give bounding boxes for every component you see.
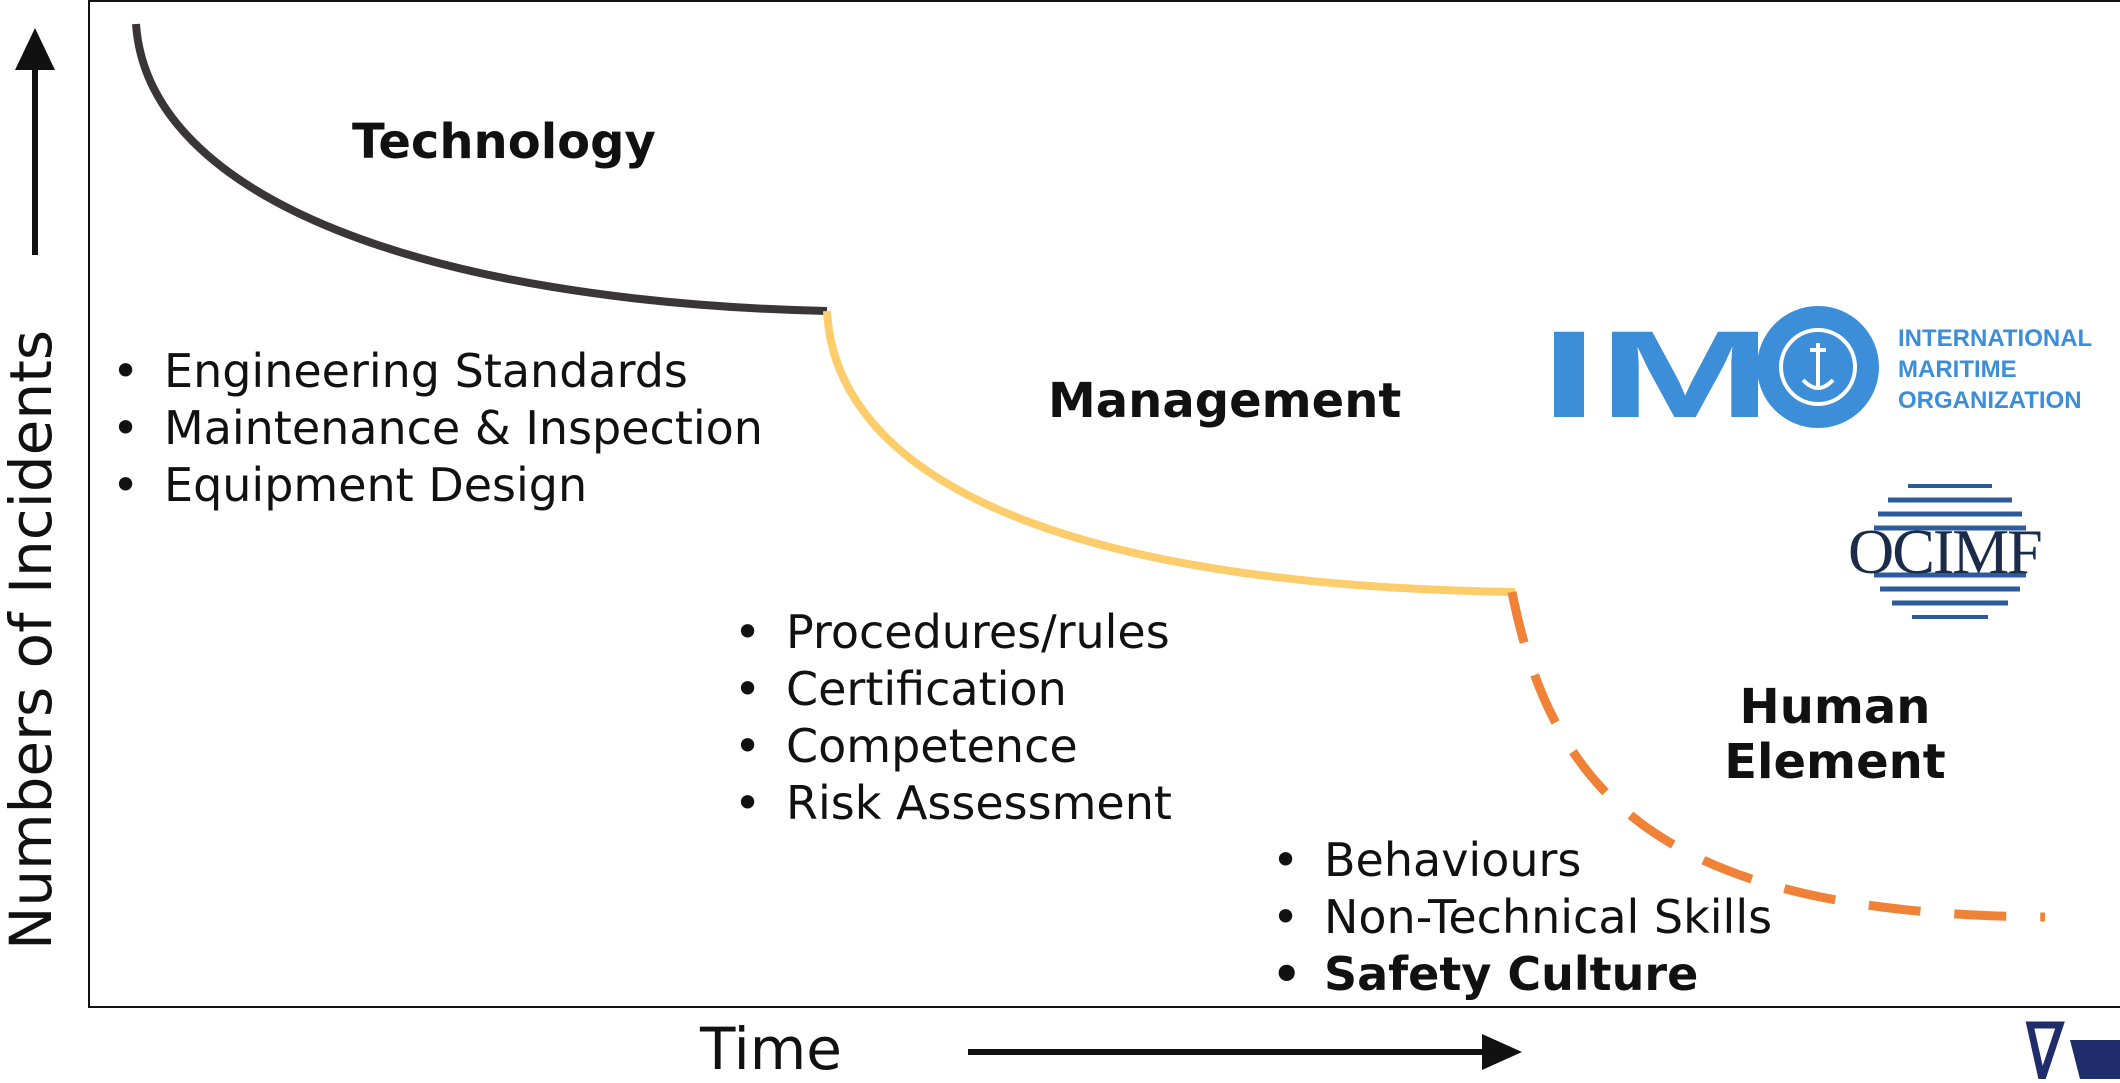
- human-element-heading-line-1: Human: [1739, 679, 1931, 735]
- management-heading: Management: [1048, 373, 1402, 429]
- svg-text:IM: IM: [1540, 306, 1772, 444]
- x-axis-arrow: [968, 1034, 1522, 1070]
- ocimf-wordmark: OCIMF: [1848, 516, 2043, 587]
- y-axis-label: Numbers of Incidents: [0, 329, 65, 951]
- imo-line-3: ORGANIZATION: [1898, 387, 2082, 414]
- human-element-heading-line-2: Element: [1724, 734, 1946, 791]
- management-list: Procedures/rules Certification Competenc…: [734, 604, 1172, 832]
- management-curve: [823, 310, 1516, 596]
- list-item: Competence: [734, 718, 1172, 775]
- y-axis-arrow: [15, 28, 55, 255]
- list-item: Engineering Standards: [112, 343, 763, 400]
- list-item: Procedures/rules: [734, 604, 1172, 661]
- list-item: Equipment Design: [112, 457, 763, 514]
- technology-heading: Technology: [352, 114, 656, 170]
- ocimf-logo: [1874, 479, 2026, 619]
- list-item: Safety Culture: [1272, 946, 1772, 1003]
- list-item: Risk Assessment: [734, 775, 1172, 832]
- human-element-list: Behaviours Non-Technical Skills Safety C…: [1272, 832, 1772, 1003]
- list-item: Certification: [734, 661, 1172, 718]
- human-element-heading: Human Element: [1710, 679, 1960, 791]
- x-axis-label: Time: [700, 1015, 842, 1083]
- plot-frame: [88, 0, 2120, 1008]
- technology-curve: [132, 23, 828, 315]
- list-item: Behaviours: [1272, 832, 1772, 889]
- imo-line-1: INTERNATIONAL: [1898, 325, 2093, 352]
- imo-line-2: MARITIME: [1898, 356, 2017, 383]
- imo-logo: IM: [1540, 306, 1879, 444]
- imo-organization-name: INTERNATIONAL MARITIME ORGANIZATION: [1898, 323, 2092, 416]
- corner-logo-mark: [2025, 1021, 2120, 1079]
- list-item: Maintenance & Inspection: [112, 400, 763, 457]
- list-item: Non-Technical Skills: [1272, 889, 1772, 946]
- technology-list: Engineering Standards Maintenance & Insp…: [112, 343, 763, 514]
